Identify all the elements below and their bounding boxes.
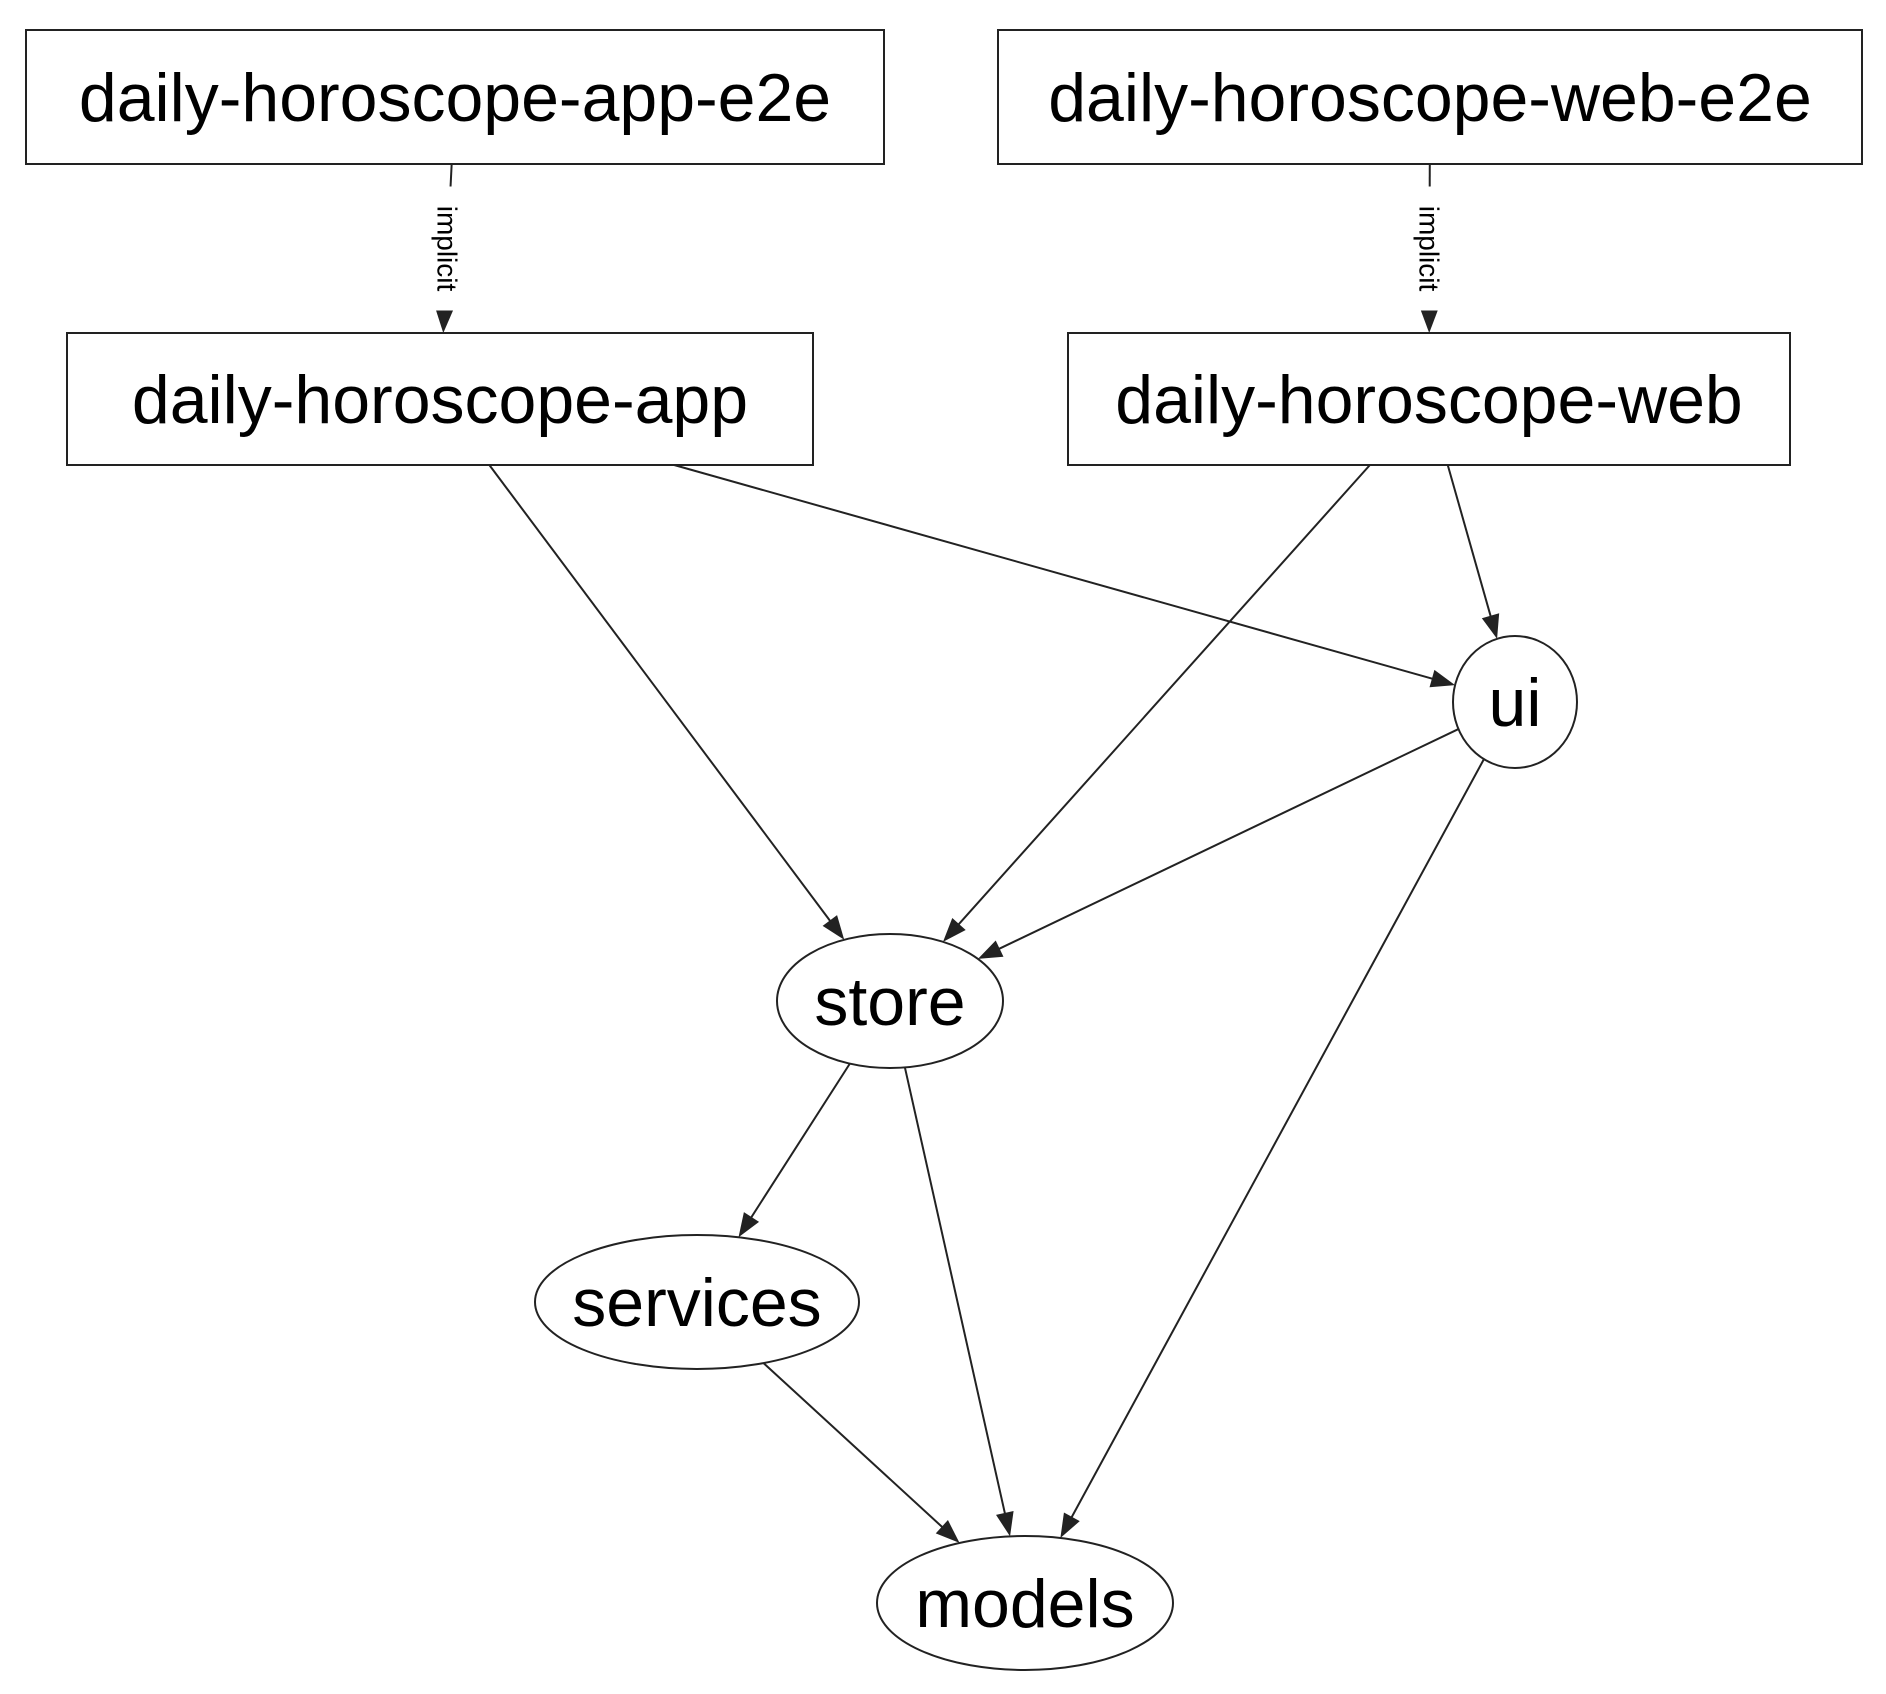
node-label: services [572,1265,821,1341]
node-label: daily-horoscope-web [1115,362,1742,438]
node-box[interactable] [1067,332,1791,466]
edge-label: implicit [1413,206,1444,292]
edge-arrowhead-icon [1481,613,1500,639]
node-box[interactable] [66,332,814,466]
edge-line-store-services [748,1063,851,1221]
edge-label-background [1412,186,1447,311]
edge-arrowhead-icon [996,1510,1014,1537]
edge-label-background [430,186,465,311]
edge-arrowhead-icon [935,1520,960,1543]
edge-line-ui-store [995,728,1459,952]
node-label: models [915,1566,1134,1642]
node-label: daily-horoscope-app-e2e [79,60,831,136]
node-label: daily-horoscope-web-e2e [1048,60,1812,136]
node-daily-horoscope-app-e2e[interactable]: daily-horoscope-app-e2e [25,29,885,165]
node-label: store [814,964,965,1040]
edge-arrowhead-icon [738,1212,760,1238]
node-ellipse[interactable] [1452,635,1578,769]
node-store[interactable]: store [776,933,1004,1069]
edge-label-group-app_e2e-app: implicit [430,186,465,311]
edge-label-group-web_e2e-web: implicit [1412,186,1447,311]
node-models[interactable]: models [876,1535,1174,1671]
node-ellipse[interactable] [534,1234,860,1370]
edge-arrowhead-icon [1060,1512,1080,1538]
edge-line-store-models [903,1067,1007,1518]
node-ellipse[interactable] [876,1535,1174,1671]
edge-arrowhead-icon [1420,308,1439,333]
node-box[interactable] [25,29,885,165]
edge-arrowhead-icon [435,308,454,333]
node-services[interactable]: services [534,1234,860,1370]
edge-line-ui-models [1069,758,1485,1521]
node-ui[interactable]: ui [1452,635,1578,769]
edge-line-services-models [762,1362,946,1531]
node-box[interactable] [997,29,1863,165]
node-daily-horoscope-web-e2e[interactable]: daily-horoscope-web-e2e [997,29,1863,165]
node-daily-horoscope-web[interactable]: daily-horoscope-web [1067,332,1791,466]
node-label: ui [1489,665,1542,741]
edge-line-web-store [955,464,1371,928]
edge-line-web-ui [1446,464,1493,620]
edge-line-app-store [488,464,834,925]
node-daily-horoscope-app[interactable]: daily-horoscope-app [66,332,814,466]
edge-line-app-ui [673,464,1437,681]
node-ellipse[interactable] [776,933,1004,1069]
edge-arrowhead-icon [1429,669,1456,688]
edges-layer: implicit implicit [430,163,1500,1543]
edge-arrowhead-icon [822,915,845,940]
edge-arrowhead-icon [977,940,1004,959]
edge-arrowhead-icon [942,917,966,942]
node-label: daily-horoscope-app [132,362,748,438]
edge-label: implicit [431,206,462,292]
